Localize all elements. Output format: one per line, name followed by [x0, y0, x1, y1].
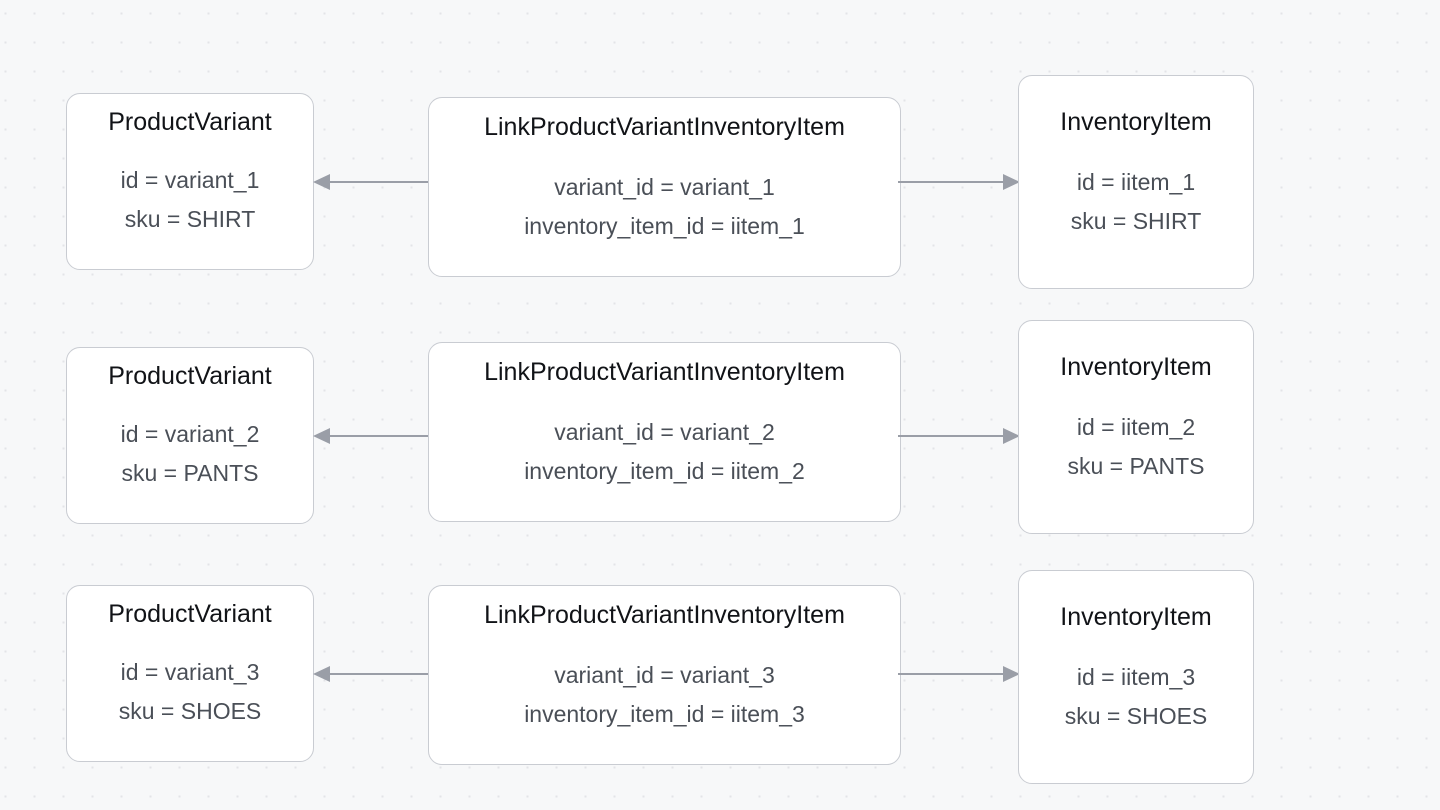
node-link-product-variant-inventory-item[interactable]: LinkProductVariantInventoryItem variant_…	[428, 585, 901, 765]
node-fields: id = iitem_2 sku = PANTS	[1068, 408, 1205, 487]
edge-line	[898, 673, 1004, 675]
node-inventory-item[interactable]: InventoryItem id = iitem_1 sku = SHIRT	[1018, 75, 1254, 289]
node-fields: id = variant_2 sku = PANTS	[121, 415, 260, 494]
node-field: sku = SHOES	[1064, 703, 1208, 730]
node-field: inventory_item_id = iitem_1	[524, 213, 805, 240]
node-field: sku = SHOES	[118, 698, 262, 725]
node-inventory-item[interactable]: InventoryItem id = iitem_2 sku = PANTS	[1018, 320, 1254, 534]
edge-line	[898, 435, 1004, 437]
edge-link-to-inventory-item	[898, 425, 1020, 447]
node-fields: variant_id = variant_1 inventory_item_id…	[524, 168, 805, 247]
node-field: variant_id = variant_1	[554, 173, 775, 200]
arrowhead-left-icon	[313, 174, 330, 190]
node-title: LinkProductVariantInventoryItem	[484, 601, 845, 629]
arrowhead-left-icon	[313, 666, 330, 682]
node-title: InventoryItem	[1060, 353, 1212, 381]
edge-line	[329, 673, 431, 675]
node-title: ProductVariant	[108, 108, 272, 136]
edge-line	[329, 181, 431, 183]
node-field: inventory_item_id = iitem_2	[524, 458, 805, 485]
node-product-variant[interactable]: ProductVariant id = variant_2 sku = PANT…	[66, 347, 314, 524]
node-title: LinkProductVariantInventoryItem	[484, 113, 845, 141]
node-fields: variant_id = variant_3 inventory_item_id…	[524, 656, 805, 735]
edge-line	[329, 435, 431, 437]
node-product-variant[interactable]: ProductVariant id = variant_1 sku = SHIR…	[66, 93, 314, 270]
node-field: variant_id = variant_2	[554, 418, 775, 445]
node-field: sku = PANTS	[121, 460, 259, 487]
node-field: inventory_item_id = iitem_3	[524, 701, 805, 728]
node-link-product-variant-inventory-item[interactable]: LinkProductVariantInventoryItem variant_…	[428, 342, 901, 522]
edge-link-to-inventory-item	[898, 663, 1020, 685]
edge-link-to-product-variant	[313, 425, 431, 447]
node-link-product-variant-inventory-item[interactable]: LinkProductVariantInventoryItem variant_…	[428, 97, 901, 277]
node-fields: variant_id = variant_2 inventory_item_id…	[524, 413, 805, 492]
node-field: sku = SHIRT	[124, 206, 256, 233]
node-field: id = iitem_3	[1076, 663, 1196, 690]
node-title: ProductVariant	[108, 362, 272, 390]
node-field: sku = PANTS	[1067, 453, 1205, 480]
node-title: InventoryItem	[1060, 108, 1212, 136]
node-fields: id = iitem_3 sku = SHOES	[1065, 658, 1208, 737]
node-field: id = variant_2	[120, 420, 260, 447]
node-title: LinkProductVariantInventoryItem	[484, 358, 845, 386]
node-title: ProductVariant	[108, 600, 272, 628]
node-product-variant[interactable]: ProductVariant id = variant_3 sku = SHOE…	[66, 585, 314, 762]
node-fields: id = iitem_1 sku = SHIRT	[1071, 163, 1202, 242]
edge-line	[898, 181, 1004, 183]
node-fields: id = variant_3 sku = SHOES	[119, 653, 262, 732]
node-field: variant_id = variant_3	[554, 661, 775, 688]
node-field: id = variant_3	[120, 658, 260, 685]
node-title: InventoryItem	[1060, 603, 1212, 631]
node-field: id = variant_1	[120, 166, 260, 193]
node-fields: id = variant_1 sku = SHIRT	[121, 161, 260, 240]
edge-link-to-inventory-item	[898, 171, 1020, 193]
edge-link-to-product-variant	[313, 663, 431, 685]
node-field: sku = SHIRT	[1070, 208, 1202, 235]
node-field: id = iitem_2	[1076, 413, 1196, 440]
arrowhead-left-icon	[313, 428, 330, 444]
node-field: id = iitem_1	[1076, 168, 1196, 195]
node-inventory-item[interactable]: InventoryItem id = iitem_3 sku = SHOES	[1018, 570, 1254, 784]
edge-link-to-product-variant	[313, 171, 431, 193]
